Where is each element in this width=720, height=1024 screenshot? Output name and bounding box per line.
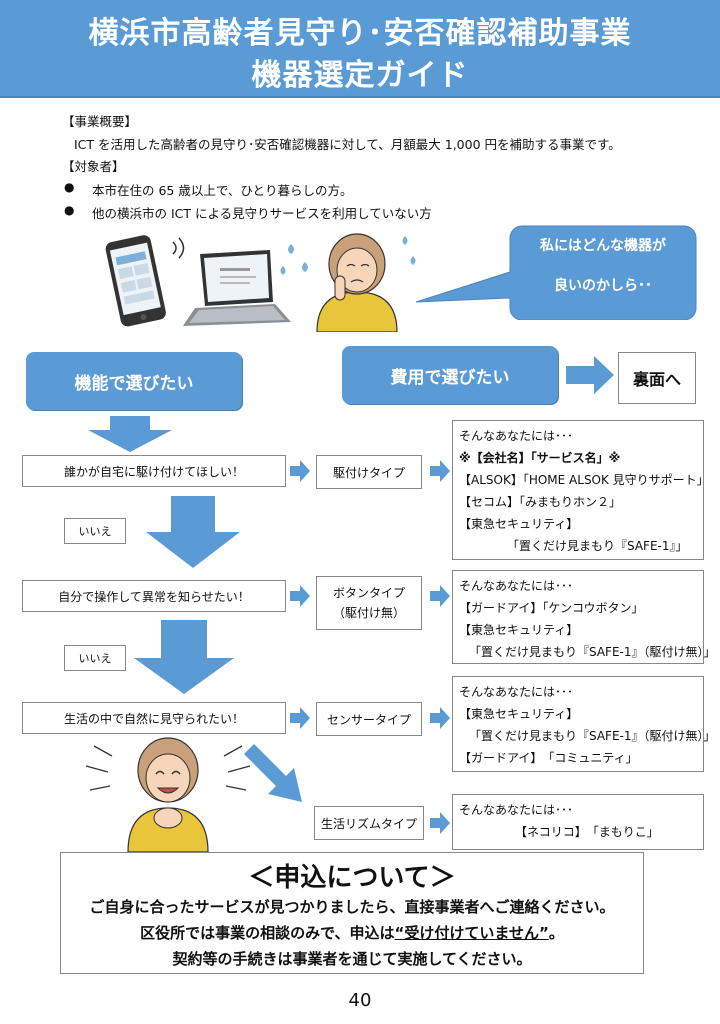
right-arrow-icon bbox=[430, 707, 450, 729]
result-legend: ※【会社名】「サービス名」※ bbox=[459, 451, 621, 465]
result-line: 「置くだけ見まもり『SAFE-1』（駆付け無）」 bbox=[469, 645, 716, 659]
question-natural-monitoring: 生活の中で自然に見守られたい！ bbox=[22, 702, 286, 734]
target-item-1: 本市在住の 65 歳以上で、ひとり暮らしの方。 bbox=[92, 183, 353, 198]
no-label: いいえ bbox=[64, 645, 126, 671]
application-line-3: 契約等の手続きは事業者を通じて実施してください。 bbox=[172, 950, 532, 968]
result-line: 【ガードアイ】 「コミュニティ」 bbox=[459, 751, 638, 765]
title-line-2: 機器選定ガイド bbox=[251, 58, 469, 93]
no-label: いいえ bbox=[64, 518, 126, 544]
type-life-rhythm: 生活リズムタイプ bbox=[314, 806, 424, 840]
application-heading: ＜申込について＞ bbox=[248, 863, 456, 893]
application-line-2-pre: 区役所では事業の相談のみで、申込は bbox=[140, 924, 395, 942]
result-line: 「置くだけ見まもり『SAFE-1』（駆付け無）」 bbox=[469, 729, 716, 743]
target-heading: 【対象者】 bbox=[62, 159, 125, 174]
type-sensor: センサータイプ bbox=[316, 702, 422, 736]
result-line: 【東急セキュリティ】 bbox=[459, 623, 579, 637]
result-intro: そんなあなたには･･･ bbox=[459, 803, 574, 817]
page-number: 40 bbox=[348, 990, 372, 1011]
speech-bubble-line-2: 良いのかしら･･ bbox=[554, 278, 652, 294]
question-self-alert: 自分で操作して異常を知らせたい！ bbox=[22, 580, 286, 612]
application-notice: ＜申込について＞ ご自身に合ったサービスが見つかりましたら、直接事業者へご連絡く… bbox=[60, 852, 644, 974]
speech-bubble: 私にはどんな機器が 良いのかしら･･ bbox=[510, 226, 696, 306]
speech-bubble-line-1: 私にはどんな機器が bbox=[540, 238, 666, 254]
application-line-2: 区役所では事業の相談のみで、申込は“受け付けていません”。 bbox=[61, 920, 643, 946]
application-emphasis: “受け付けていません” bbox=[394, 924, 549, 942]
right-arrow-icon bbox=[566, 356, 614, 394]
result-line: 【セコム】「みまもりホン２」 bbox=[459, 495, 622, 509]
application-line-1: ご自身に合ったサービスが見つかりましたら、直接事業者へご連絡ください。 bbox=[89, 898, 615, 916]
right-arrow-icon bbox=[290, 460, 310, 482]
right-arrow-icon bbox=[430, 460, 450, 482]
result-intro: そんなあなたには･･･ bbox=[459, 579, 574, 593]
result-line: 【東急セキュリティ】 bbox=[459, 517, 579, 531]
bullet-icon: ● bbox=[64, 203, 75, 217]
type-button: ボタンタイプ （駆付け無） bbox=[316, 576, 422, 630]
choose-by-cost-button[interactable]: 費用で選びたい bbox=[342, 346, 558, 404]
result-line: 【ネコリコ】 「まもりこ」 bbox=[515, 825, 659, 839]
result-intro: そんなあなたには･･･ bbox=[459, 429, 574, 443]
result-life-rhythm: そんなあなたには･･･ 【ネコリコ】 「まもりこ」 bbox=[452, 794, 704, 850]
title-line-1: 横浜市高齢者見守り･安否確認補助事業 bbox=[88, 16, 632, 51]
devices-and-worried-woman-illustration bbox=[105, 233, 416, 332]
type-button-line-2: （駆付け無） bbox=[332, 606, 405, 620]
result-line: 【ガードアイ】「ケンコウボタン」 bbox=[459, 601, 644, 615]
diagonal-arrow-icon bbox=[244, 744, 302, 802]
result-line: 「置くだけ見まもり『SAFE-1』」 bbox=[507, 539, 688, 553]
choose-by-function-button[interactable]: 機能で選びたい bbox=[26, 352, 242, 410]
overview-heading: 【事業概要】 bbox=[62, 114, 138, 129]
bullet-icon: ● bbox=[64, 180, 75, 194]
title-banner: 横浜市高齢者見守り･安否確認補助事業 機器選定ガイド bbox=[0, 0, 720, 98]
application-line-2-post: 。 bbox=[548, 924, 564, 942]
result-line: 【ALSOK】「HOME ALSOK 見守りサポート」 bbox=[459, 473, 709, 487]
right-arrow-icon bbox=[430, 812, 450, 834]
result-button: そんなあなたには･･･ 【ガードアイ】「ケンコウボタン」 【東急セキュリティ】 … bbox=[452, 570, 716, 664]
down-arrow-icon bbox=[88, 416, 172, 452]
worried-elderly-woman-illustration bbox=[316, 233, 398, 332]
down-arrow-icon bbox=[146, 496, 240, 568]
result-intro: そんなあなたには･･･ bbox=[459, 685, 574, 699]
question-rush-service: 誰かが自宅に駆け付けてほしい！ bbox=[22, 455, 286, 487]
target-item-2: 他の横浜市の ICT による見守りサービスを利用していない方 bbox=[92, 206, 432, 221]
back-page-link[interactable]: 裏面へ bbox=[618, 352, 696, 404]
result-line: 【東急セキュリティ】 bbox=[459, 707, 579, 721]
right-arrow-icon bbox=[290, 585, 310, 607]
laptop-illustration bbox=[183, 250, 291, 326]
happy-elderly-woman-illustration bbox=[85, 737, 251, 852]
result-sensor: そんなあなたには･･･ 【東急セキュリティ】 「置くだけ見まもり『SAFE-1』… bbox=[452, 676, 716, 772]
overview-text: ICT を活用した高齢者の見守り･安否確認機器に対して、月額最大 1,000 円… bbox=[74, 137, 621, 152]
type-button-line-1: ボタンタイプ bbox=[332, 586, 405, 600]
right-arrow-icon bbox=[430, 585, 450, 607]
right-arrow-icon bbox=[290, 707, 310, 729]
type-rush: 駆付けタイプ bbox=[316, 455, 422, 489]
result-rush: そんなあなたには･･･ ※【会社名】「サービス名」※ 【ALSOK】「HOME … bbox=[452, 420, 709, 560]
down-arrow-icon bbox=[134, 620, 234, 694]
smartphone-illustration bbox=[105, 235, 166, 327]
